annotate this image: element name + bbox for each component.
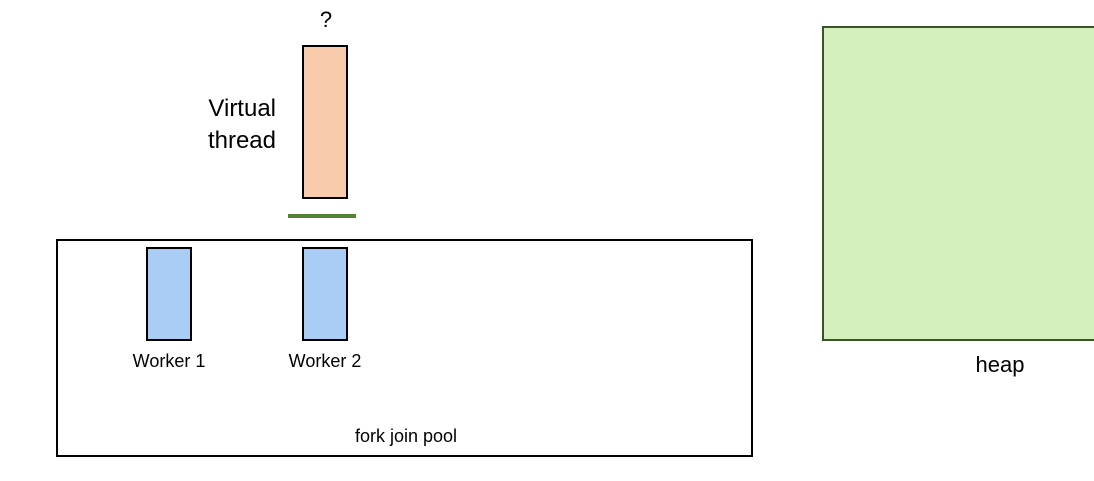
- worker-2-label: Worker 2: [288, 351, 362, 371]
- heap-label: heap: [975, 352, 1025, 377]
- worker-2-box: [302, 247, 348, 341]
- virtual-thread-label: Virtual thread: [150, 93, 276, 157]
- mount-line: [288, 214, 356, 218]
- worker-1-label: Worker 1: [132, 351, 206, 371]
- worker-1-box: [146, 247, 192, 341]
- virtual-thread-label-line1: Virtual: [208, 95, 276, 122]
- fork-join-pool-label: fork join pool: [354, 426, 458, 446]
- virtual-thread-label-line2: thread: [207, 127, 276, 154]
- virtual-thread-question-mark: ?: [319, 7, 333, 32]
- virtual-thread-box: [302, 45, 348, 199]
- heap-box: [822, 26, 1094, 341]
